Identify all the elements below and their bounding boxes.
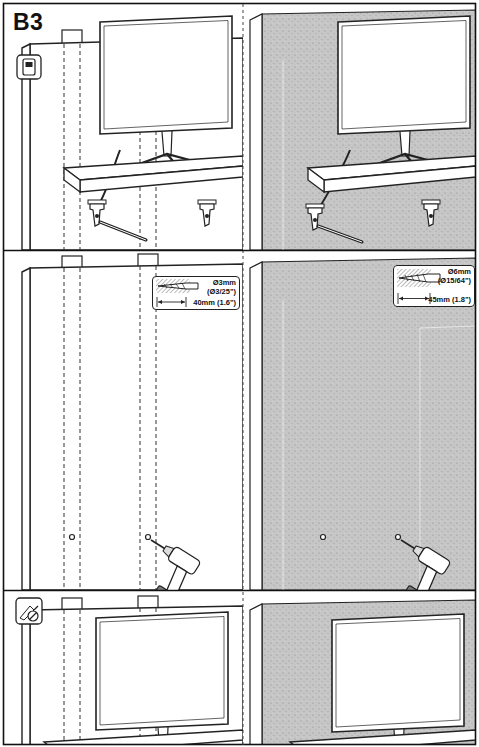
concrete-drilling [250, 258, 476, 590]
drywall-drilling-part [30, 264, 243, 590]
drywall-scene-part [100, 222, 146, 240]
drywall-drilling-part [70, 535, 75, 540]
drill-callout-art-part [399, 274, 440, 282]
drywall-drilling-part [127, 533, 206, 590]
drywall-final-part [22, 610, 30, 745]
drill-callout-art-part [158, 283, 198, 289]
concrete-drilling-part [283, 300, 284, 590]
concrete-scene-part [308, 168, 324, 192]
drywall-scene-part [23, 59, 35, 75]
drywall-scene-part [64, 168, 80, 192]
concrete-drilling-part [262, 258, 476, 590]
concrete-scene-part [318, 226, 362, 242]
page-frame-part [4, 4, 476, 745]
concrete-scene-part [338, 16, 470, 174]
drill-callout-art-part [158, 300, 185, 304]
drill-callout-art-part [157, 297, 186, 307]
concrete-scene-part [262, 10, 476, 250]
drill-callout-art-part [152, 276, 240, 310]
concrete-scene-part [324, 166, 476, 192]
concrete-scene-part [318, 226, 362, 242]
concrete-scene [250, 10, 476, 250]
page-frame-part [4, 250, 476, 251]
drywall-scene-part [17, 55, 41, 79]
drill-callout-art-part [405, 274, 426, 282]
drill-bit-size: Ø6mm (Ø15/64") [425, 268, 471, 285]
drill-depth: 45mm (1.8") [425, 296, 471, 305]
drywall-scene-part [100, 16, 232, 174]
drywall-scene-part [26, 62, 33, 67]
drill-callout-art-part [399, 297, 429, 301]
drywall-drilling [22, 254, 243, 590]
drywall-final-part [44, 730, 243, 745]
concrete-drilling-part [321, 535, 326, 540]
drywall-final-part [96, 612, 228, 745]
drywall-drilling-part [64, 266, 156, 590]
concrete-scene-part [250, 14, 262, 250]
drywall-scene-part [80, 166, 243, 192]
concrete-final [250, 600, 476, 745]
drill-callout-art [152, 265, 475, 310]
drywall-drilling-part [22, 268, 30, 590]
concrete-scene-part [422, 200, 440, 226]
drill-callout-art-part [398, 293, 430, 304]
drywall-final-part [30, 613, 37, 620]
drywall-final-part [34, 606, 38, 610]
concrete-scene-part [283, 60, 284, 250]
drywall-final [16, 596, 243, 745]
drywall-final-part [28, 611, 38, 621]
drill-callout-art-part [393, 265, 475, 307]
drill-bit-size: Ø3mm (Ø3/25") [196, 279, 236, 296]
concrete-drilling-part [250, 262, 262, 590]
page-frame-part [243, 4, 244, 745]
drywall-scene [17, 16, 243, 250]
concrete-final-part [290, 730, 476, 745]
drill-callout-art-part [164, 283, 185, 289]
drywall-drilling-part [146, 535, 151, 540]
concrete-drilling-part [396, 535, 401, 540]
drywall-scene-part [198, 200, 216, 226]
drill-callout-box: Ø3mm (Ø3/25") 40mm (1.6") [152, 276, 240, 310]
step-title: B3 [13, 9, 43, 35]
concrete-final-part [332, 614, 464, 745]
drill-callout-box: Ø6mm (Ø15/64") 45mm (1.8") [393, 265, 475, 307]
concrete-final-part [250, 604, 262, 745]
drill-depth: 40mm (1.6") [184, 299, 236, 308]
drywall-scene-part [100, 222, 146, 240]
page-frame [4, 4, 477, 746]
drywall-final-part [16, 598, 42, 624]
concrete-drilling-part [377, 533, 456, 590]
page-frame-part [4, 590, 476, 591]
